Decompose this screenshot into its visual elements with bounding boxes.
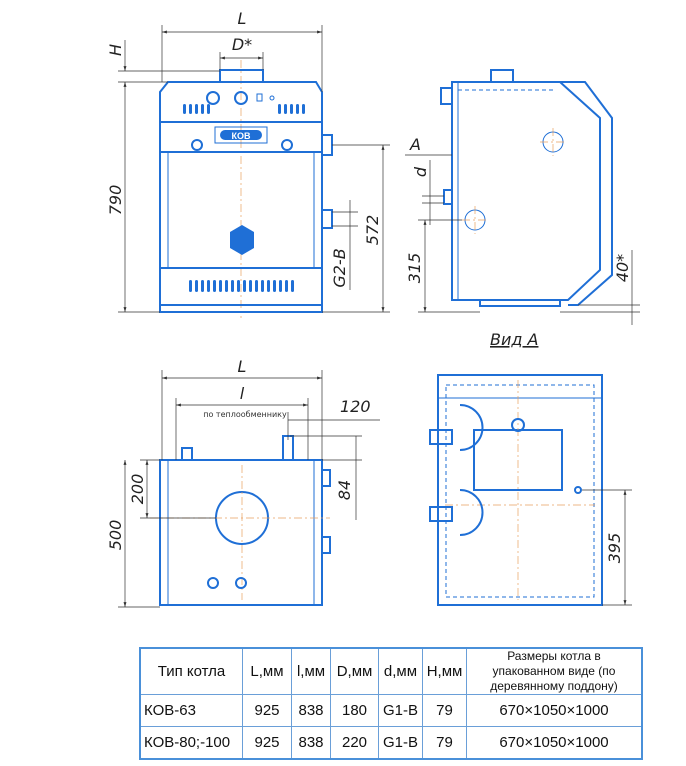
header-cell: D,мм [330,647,379,695]
dim-84-label: 84 [335,480,354,500]
header-cell: L,мм [242,647,292,695]
table-row: КОВ-80;-100 925 838 220 G1-B 79 670×1050… [139,726,643,760]
dim-500-label: 500 [106,520,125,551]
header-cell: l,мм [291,647,331,695]
dim-L-label: L [238,9,247,28]
technical-drawing: КОВ L D* H 790 572 G2-B [106,9,640,608]
side-view: A d 315 40* [405,69,640,325]
header-cell: Размеры котла в упакованном виде (по дер… [466,647,643,695]
specs-table: Тип котла L,мм l,мм D,мм d,мм H,мм Разме… [139,647,643,760]
logo-text: КОВ [232,131,251,141]
dim-40-label: 40* [613,254,632,282]
table-cell: 670×1050×1000 [466,726,643,760]
heat-exchanger-note: по теплообменнику [203,410,287,419]
front-view: КОВ L D* H 790 572 G2-B [106,9,390,318]
header-cell: d,мм [378,647,423,695]
table-cell: 180 [330,694,379,727]
table-cell: G1-B [378,726,423,760]
top-dim-l-label: l [240,384,245,403]
top-dim-L-label: L [238,357,247,376]
view-a: 395 [429,374,632,606]
view-A-title: Вид A [490,330,538,349]
table-cell: 925 [242,694,292,727]
dim-120-label: 120 [340,397,371,416]
dim-572-label: 572 [363,215,382,246]
dim-395-label: 395 [605,533,624,564]
table-cell: 79 [422,726,467,760]
table-cell: 838 [291,694,331,727]
dim-790-label: 790 [106,185,125,216]
table-cell: G1-B [378,694,423,727]
table-cell: 838 [291,726,331,760]
table-cell: КОВ-63 [139,694,243,727]
table-row: КОВ-63 925 838 180 G1-B 79 670×1050×1000 [139,694,643,727]
dim-H-label: H [106,44,125,56]
table-cell: 79 [422,694,467,727]
table-cell: 220 [330,726,379,760]
header-cell: Тип котла [139,647,243,695]
dim-d-label: d [411,166,430,177]
table-cell: 670×1050×1000 [466,694,643,727]
table-header-row: Тип котла L,мм l,мм D,мм d,мм H,мм Разме… [139,647,643,695]
dim-200-label: 200 [128,474,147,505]
table-cell: КОВ-80;-100 [139,726,243,760]
dim-315-label: 315 [405,253,424,284]
top-view: L l по теплообменнику 120 84 200 500 [106,357,380,608]
header-cell: H,мм [422,647,467,695]
brand-emblem-icon [230,225,254,255]
view-A-arrow-label: A [409,135,421,154]
dim-D-label: D* [232,35,252,54]
table-cell: 925 [242,726,292,760]
dim-G2B-label: G2-B [330,248,349,287]
